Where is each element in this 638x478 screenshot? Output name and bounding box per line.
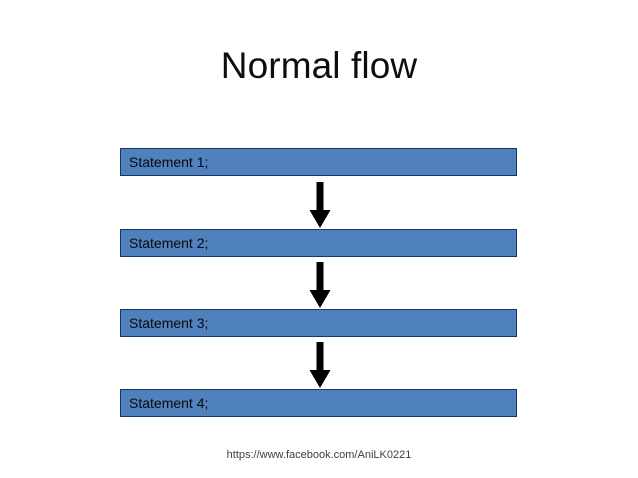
flow-step-label: Statement 3; xyxy=(129,315,209,331)
flow-step-box[interactable]: Statement 2; xyxy=(120,229,517,257)
flow-step-box[interactable]: Statement 3; xyxy=(120,309,517,337)
flow-step-label: Statement 1; xyxy=(129,154,209,170)
page-title: Normal flow xyxy=(220,45,418,86)
arrow-down-icon xyxy=(306,262,334,308)
arrow-down-icon xyxy=(306,342,334,388)
flow-step-label: Statement 2; xyxy=(129,235,209,251)
flow-step-label: Statement 4; xyxy=(129,395,209,411)
arrow-down-icon xyxy=(306,182,334,228)
footer-credit-link[interactable]: https://www.facebook.com/AniLK0221 xyxy=(226,449,412,461)
flow-step-box[interactable]: Statement 4; xyxy=(120,389,517,417)
flow-step-box[interactable]: Statement 1; xyxy=(120,148,517,176)
